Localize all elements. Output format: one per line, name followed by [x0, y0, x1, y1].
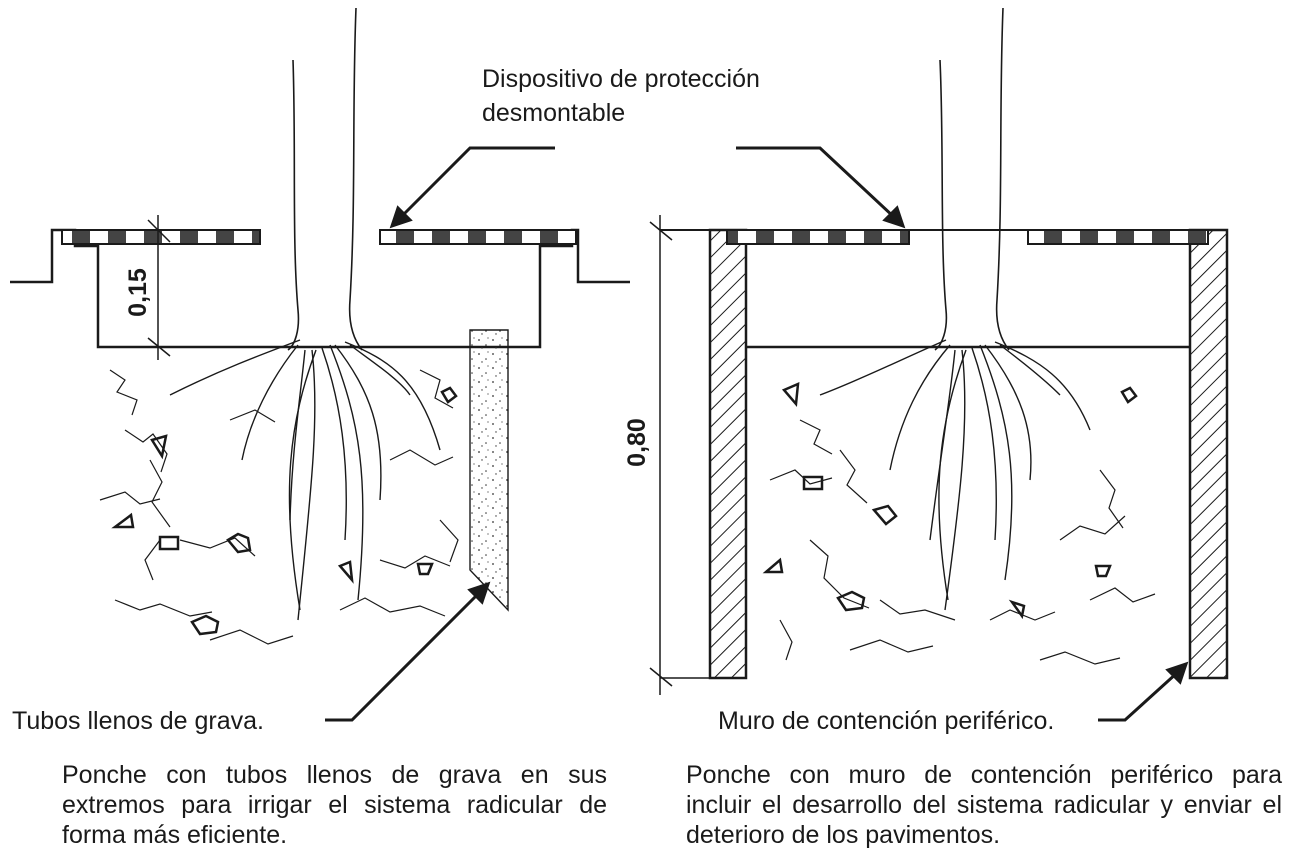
retaining-wall-arrow [1098, 670, 1180, 722]
left-soil-cracks [99, 369, 459, 645]
protection-device-label-line1: Dispositivo de protección [482, 65, 760, 93]
protection-device-arrow-left [398, 146, 555, 220]
left-trunk [287, 59, 300, 351]
dimension-wall-depth: 0,80 [622, 418, 651, 467]
leader-arrows [325, 146, 1189, 722]
left-caption: Ponche con tubos llenos de grava en sus … [62, 761, 607, 849]
left-ground-line [10, 228, 630, 349]
right-pit-detail [649, 7, 1229, 695]
right-grate-a [726, 229, 910, 245]
right-roots [819, 339, 1091, 611]
protection-device-label-line2: desmontable [482, 99, 626, 127]
left-pit-detail [10, 7, 630, 645]
right-stones [762, 382, 1138, 620]
left-roots [169, 339, 441, 621]
left-retaining-wall [708, 228, 748, 680]
gravel-tube [469, 329, 509, 612]
left-stones [111, 386, 458, 636]
protection-device-arrow-right [736, 146, 897, 220]
gravel-tubes-label: Tubos llenos de grava. [12, 707, 265, 735]
right-retaining-wall [1188, 228, 1229, 680]
dimension-grate-depth: 0,15 [123, 268, 152, 317]
left-grate-b [379, 229, 577, 245]
gravel-tube-arrow [325, 590, 482, 722]
retaining-wall-label: Muro de contención periférico. [718, 707, 1055, 735]
right-grate-b [1027, 229, 1209, 245]
right-trunk [934, 59, 948, 351]
right-caption: Ponche con muro de contención periférico… [686, 761, 1282, 849]
left-grate-a [61, 229, 261, 245]
